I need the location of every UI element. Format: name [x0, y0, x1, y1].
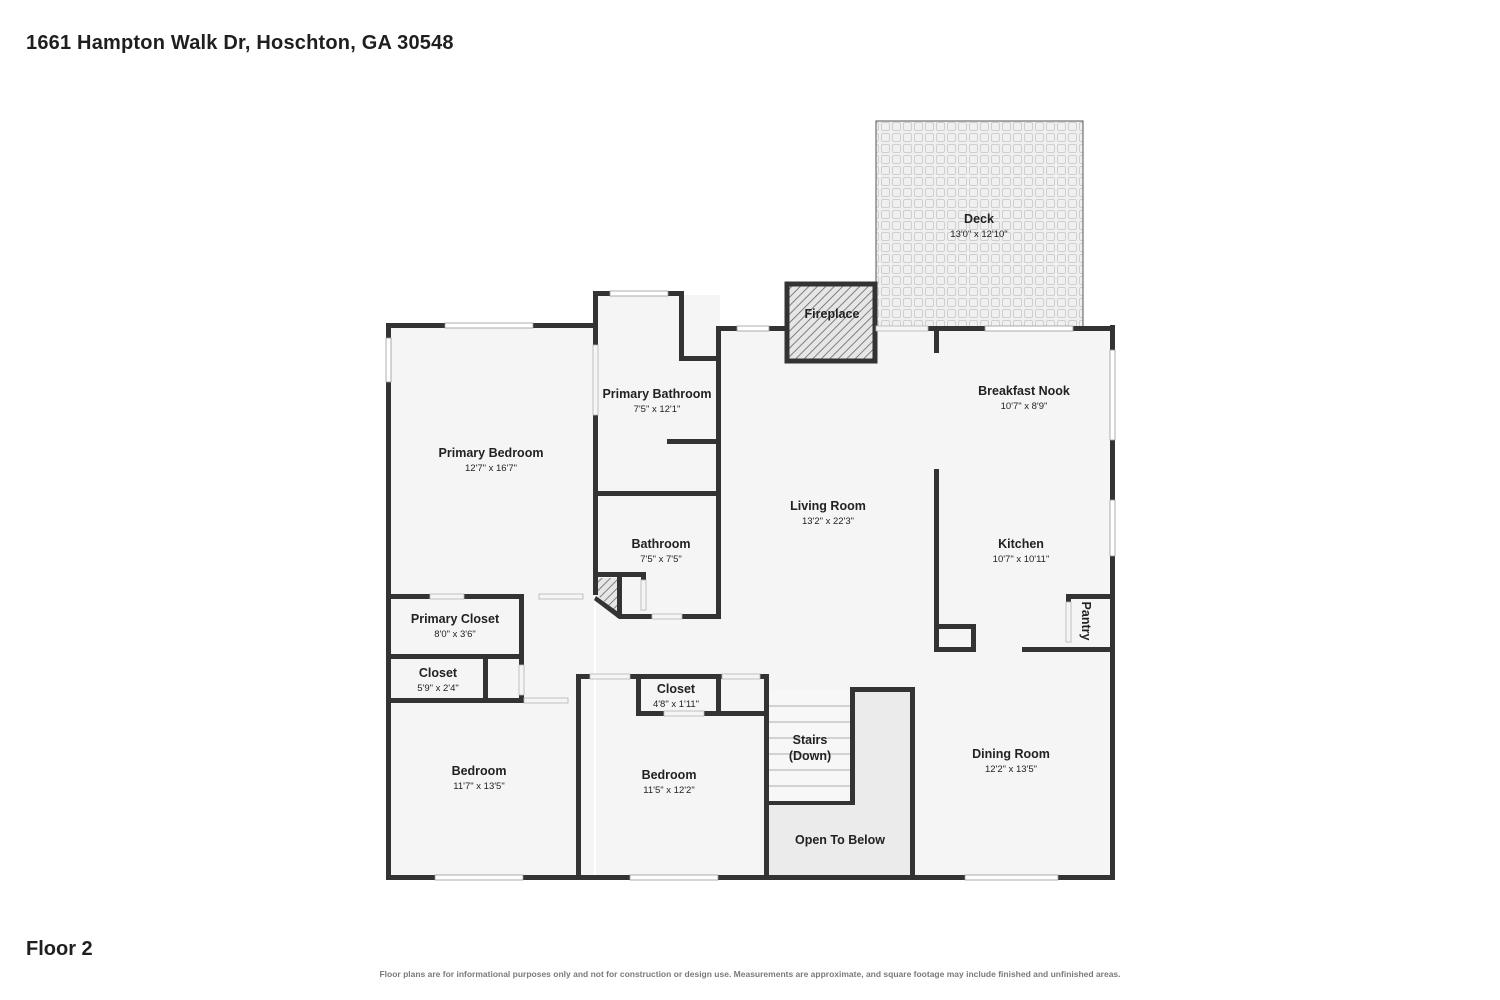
fireplace-hearth — [784, 281, 878, 364]
room-dims-bedroom-left: 11'7" x 13'5" — [453, 781, 504, 792]
room-dims-breakfast-nook: 10'7" x 8'9" — [1001, 401, 1048, 412]
room-dims-primary-closet: 8'0" x 3'6" — [434, 629, 476, 640]
room-name-primary-bathroom: Primary Bathroom — [602, 387, 711, 401]
property-address: 1661 Hampton Walk Dr, Hoschton, GA 30548 — [26, 32, 454, 54]
room-name-bedroom-left: Bedroom — [452, 764, 507, 778]
stairs-area — [768, 690, 852, 803]
floor-label: Floor 2 — [26, 938, 93, 960]
room-dims-living-room: 13'2" x 22'3" — [802, 516, 854, 527]
room-name-primary-closet: Primary Closet — [411, 612, 500, 626]
windows — [385, 290, 1116, 881]
room-name-breakfast-nook: Breakfast Nook — [978, 384, 1070, 398]
disclaimer-text: Floor plans are for informational purpos… — [379, 969, 1121, 979]
bathroom-nook-hatch — [598, 578, 618, 614]
room-name-bedroom-mid: Bedroom — [642, 768, 697, 782]
room-dims-dining-room: 12'2" x 13'5" — [985, 764, 1037, 775]
room-name-primary-bedroom: Primary Bedroom — [439, 446, 544, 460]
room-name-kitchen: Kitchen — [998, 537, 1044, 551]
room-dims-closet-left: 5'9" x 2'4" — [417, 683, 459, 694]
room-name-dining-room: Dining Room — [972, 747, 1050, 761]
room-dims-bathroom: 7'5" x 7'5" — [640, 554, 682, 565]
room-name-closet-mid: Closet — [657, 682, 696, 696]
room-name-stairs-direction: (Down) — [789, 749, 831, 763]
room-name-bathroom: Bathroom — [631, 537, 690, 551]
room-dims-primary-bedroom: 12'7" x 16'7" — [465, 463, 517, 474]
door-openings — [429, 325, 1072, 717]
deck-area — [875, 120, 1084, 328]
room-name-stairs: Stairs — [793, 733, 828, 747]
room-name-fireplace: Fireplace — [805, 307, 860, 321]
room-name-pantry: Pantry — [1079, 602, 1093, 641]
room-dims-primary-bathroom: 7'5" x 12'1" — [634, 404, 681, 415]
room-dims-kitchen: 10'7" x 10'11" — [993, 554, 1050, 565]
room-name-open-to-below: Open To Below — [795, 833, 885, 847]
room-dims-bedroom-mid: 11'5" x 12'2" — [643, 785, 694, 796]
room-dims-deck: 13'0" x 12'10" — [950, 229, 1007, 240]
room-name-closet-left: Closet — [419, 666, 458, 680]
room-name-deck: Deck — [964, 212, 994, 226]
room-dims-closet-mid: 4'8" x 1'11" — [653, 699, 699, 710]
stair-treads — [769, 705, 851, 787]
room-name-living-room: Living Room — [790, 499, 866, 513]
